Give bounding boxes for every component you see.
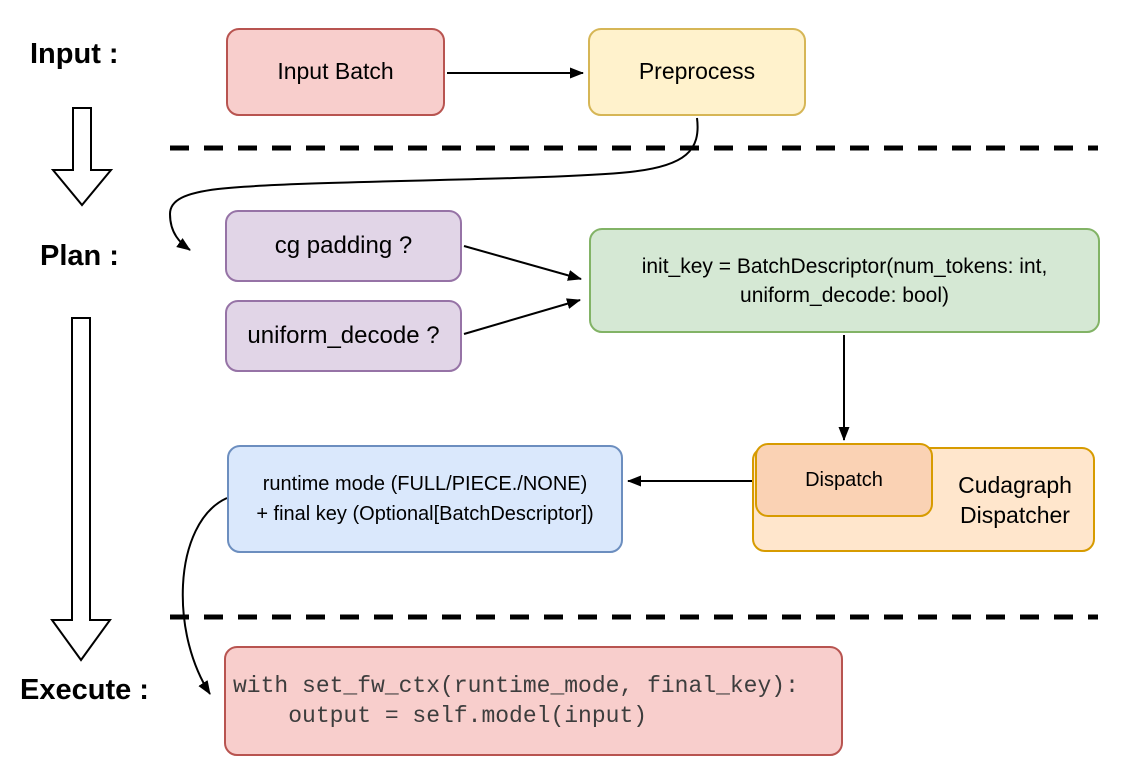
node-execute-code-line1: with set_fw_ctx(runtime_mode, final_key)… <box>233 673 799 699</box>
node-runtime-mode-line2: + final key (Optional[BatchDescriptor]) <box>256 503 594 525</box>
node-runtime-mode: runtime mode (FULL/PIECE./NONE) + final … <box>227 445 623 553</box>
node-input-batch: Input Batch <box>226 28 445 116</box>
node-runtime-mode-line1: runtime mode (FULL/PIECE./NONE) <box>262 473 588 495</box>
node-cg-padding-label: cg padding ? <box>274 231 413 259</box>
node-cudagraph-line1: Cudagraph <box>958 472 1072 498</box>
edge-cg-padding-to-init-key <box>463 245 582 281</box>
stage-label-execute: Execute : <box>20 674 149 706</box>
edge-preprocess-to-cg-padding <box>168 117 699 251</box>
node-uniform-decode-label: uniform_decode ? <box>247 321 440 349</box>
node-preprocess-label: Preprocess <box>638 58 756 85</box>
node-execute-code-line2: output = self.model(input) <box>233 703 648 729</box>
node-cg-padding: cg padding ? <box>225 210 462 282</box>
node-dispatch-label: Dispatch <box>805 468 883 491</box>
node-init-key-line1: init_key = BatchDescriptor(num_tokens: i… <box>641 254 1048 278</box>
edge-runtime-mode-to-execute-code <box>181 497 228 695</box>
node-dispatch: Dispatch <box>755 443 933 517</box>
plan-to-execute-arrow <box>50 317 112 662</box>
input-to-plan-arrow <box>50 107 114 207</box>
node-cudagraph-dispatcher-label: Cudagraph Dispatcher <box>933 470 1097 530</box>
node-init-key-line2: uniform_decode: bool) <box>740 283 949 307</box>
stage-label-plan: Plan : <box>40 240 119 272</box>
stage-label-input: Input : <box>30 38 119 70</box>
node-cudagraph-line2: Dispatcher <box>960 502 1070 528</box>
node-input-batch-label: Input Batch <box>277 58 394 85</box>
node-init-key: init_key = BatchDescriptor(num_tokens: i… <box>589 228 1100 333</box>
edge-uniform-decode-to-init-key <box>463 298 581 335</box>
node-preprocess: Preprocess <box>588 28 806 116</box>
node-uniform-decode: uniform_decode ? <box>225 300 462 372</box>
node-execute-code: with set_fw_ctx(runtime_mode, final_key)… <box>224 646 843 756</box>
